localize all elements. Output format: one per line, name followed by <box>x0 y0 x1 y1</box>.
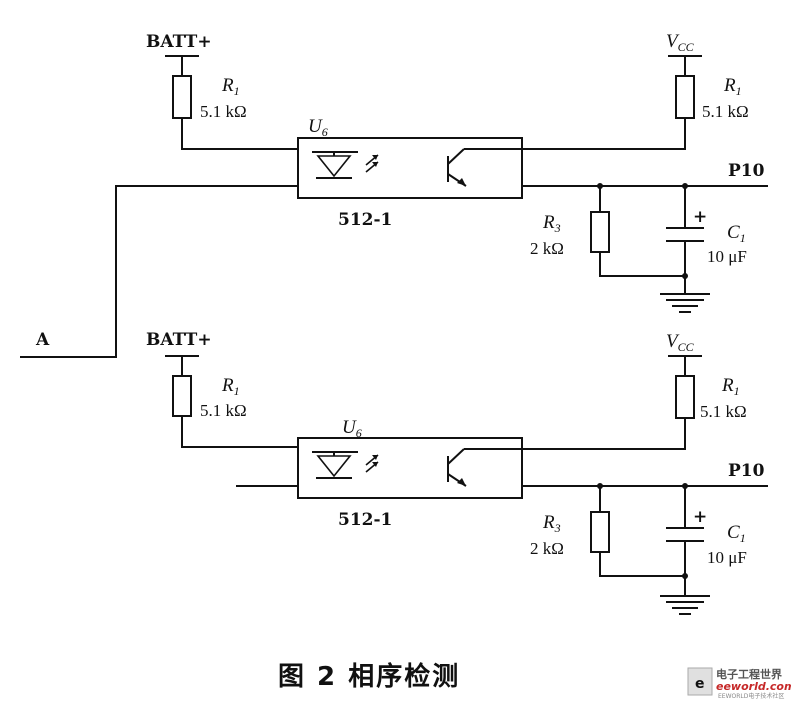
bottom-c1-value: 10 μF <box>707 548 747 567</box>
top-r1-right-resistor <box>675 75 695 119</box>
bottom-u6-label: U6 <box>342 417 362 440</box>
bottom-r1-left-value: 5.1 kΩ <box>200 401 247 420</box>
top-r3-label: R3 <box>542 212 561 235</box>
top-vcc-label: VCC <box>666 31 695 54</box>
svg-text:e: e <box>695 676 705 692</box>
bottom-r1-right-resistor <box>675 375 695 419</box>
top-u6-label: U6 <box>308 116 328 139</box>
top-c1-label: C1 <box>727 222 746 245</box>
top-c1-value: 10 μF <box>707 247 747 266</box>
watermark-title: 电子工程世界 <box>716 667 782 681</box>
top-r1-right-value: 5.1 kΩ <box>702 102 749 121</box>
watermark-site: eeworld.com.cn <box>716 680 791 693</box>
bottom-ground-icon <box>660 595 710 615</box>
top-r1-left-value: 5.1 kΩ <box>200 102 247 121</box>
top-ground-icon <box>660 293 710 313</box>
bottom-optocoupler <box>297 437 523 499</box>
bottom-r3-resistor <box>590 511 610 553</box>
top-circuit: BATT+ R1 5.1 kΩ U6 512-1 <box>146 31 768 313</box>
bottom-circuit: BATT+ R1 5.1 kΩ U6 512-1 <box>146 330 768 615</box>
eeworld-watermark-logo: e 电子工程世界 eeworld.com.cn EEWORLD电子技术社区 <box>687 667 791 700</box>
top-led-icon <box>312 151 379 179</box>
input-a-label: A <box>35 330 50 350</box>
top-r3-value: 2 kΩ <box>530 239 564 258</box>
top-phototransistor-icon <box>447 148 522 187</box>
bottom-c1-plus-sign: + <box>693 507 707 527</box>
top-part-number: 512-1 <box>338 210 392 230</box>
top-r1-left-label: R1 <box>221 75 240 98</box>
bottom-r1-left-resistor <box>172 375 192 417</box>
bottom-phototransistor-icon <box>447 448 522 487</box>
bottom-r1-right-label: R1 <box>721 375 740 398</box>
top-r3-resistor <box>590 211 610 253</box>
bottom-led-icon <box>312 451 379 479</box>
bottom-c1-label: C1 <box>727 522 746 545</box>
bottom-r3-value: 2 kΩ <box>530 539 564 558</box>
bottom-p10-label: P10 <box>728 461 765 481</box>
bottom-batt-label: BATT+ <box>146 330 212 350</box>
bottom-r1-right-value: 5.1 kΩ <box>700 402 747 421</box>
top-r1-right-label: R1 <box>723 75 742 98</box>
watermark-tagline: EEWORLD电子技术社区 <box>718 692 784 700</box>
input-a-wire <box>20 185 298 358</box>
top-p10-label: P10 <box>728 161 765 181</box>
figure-caption: 图 2 相序检测 <box>278 661 460 692</box>
top-optocoupler <box>297 137 523 199</box>
bottom-r1-left-label: R1 <box>221 375 240 398</box>
bottom-r3-label: R3 <box>542 512 561 535</box>
bottom-part-number: 512-1 <box>338 510 392 530</box>
top-c1-plus-sign: + <box>693 207 707 227</box>
top-r1-left-resistor <box>172 75 192 119</box>
bottom-vcc-label: VCC <box>666 331 695 354</box>
top-batt-label: BATT+ <box>146 32 212 52</box>
